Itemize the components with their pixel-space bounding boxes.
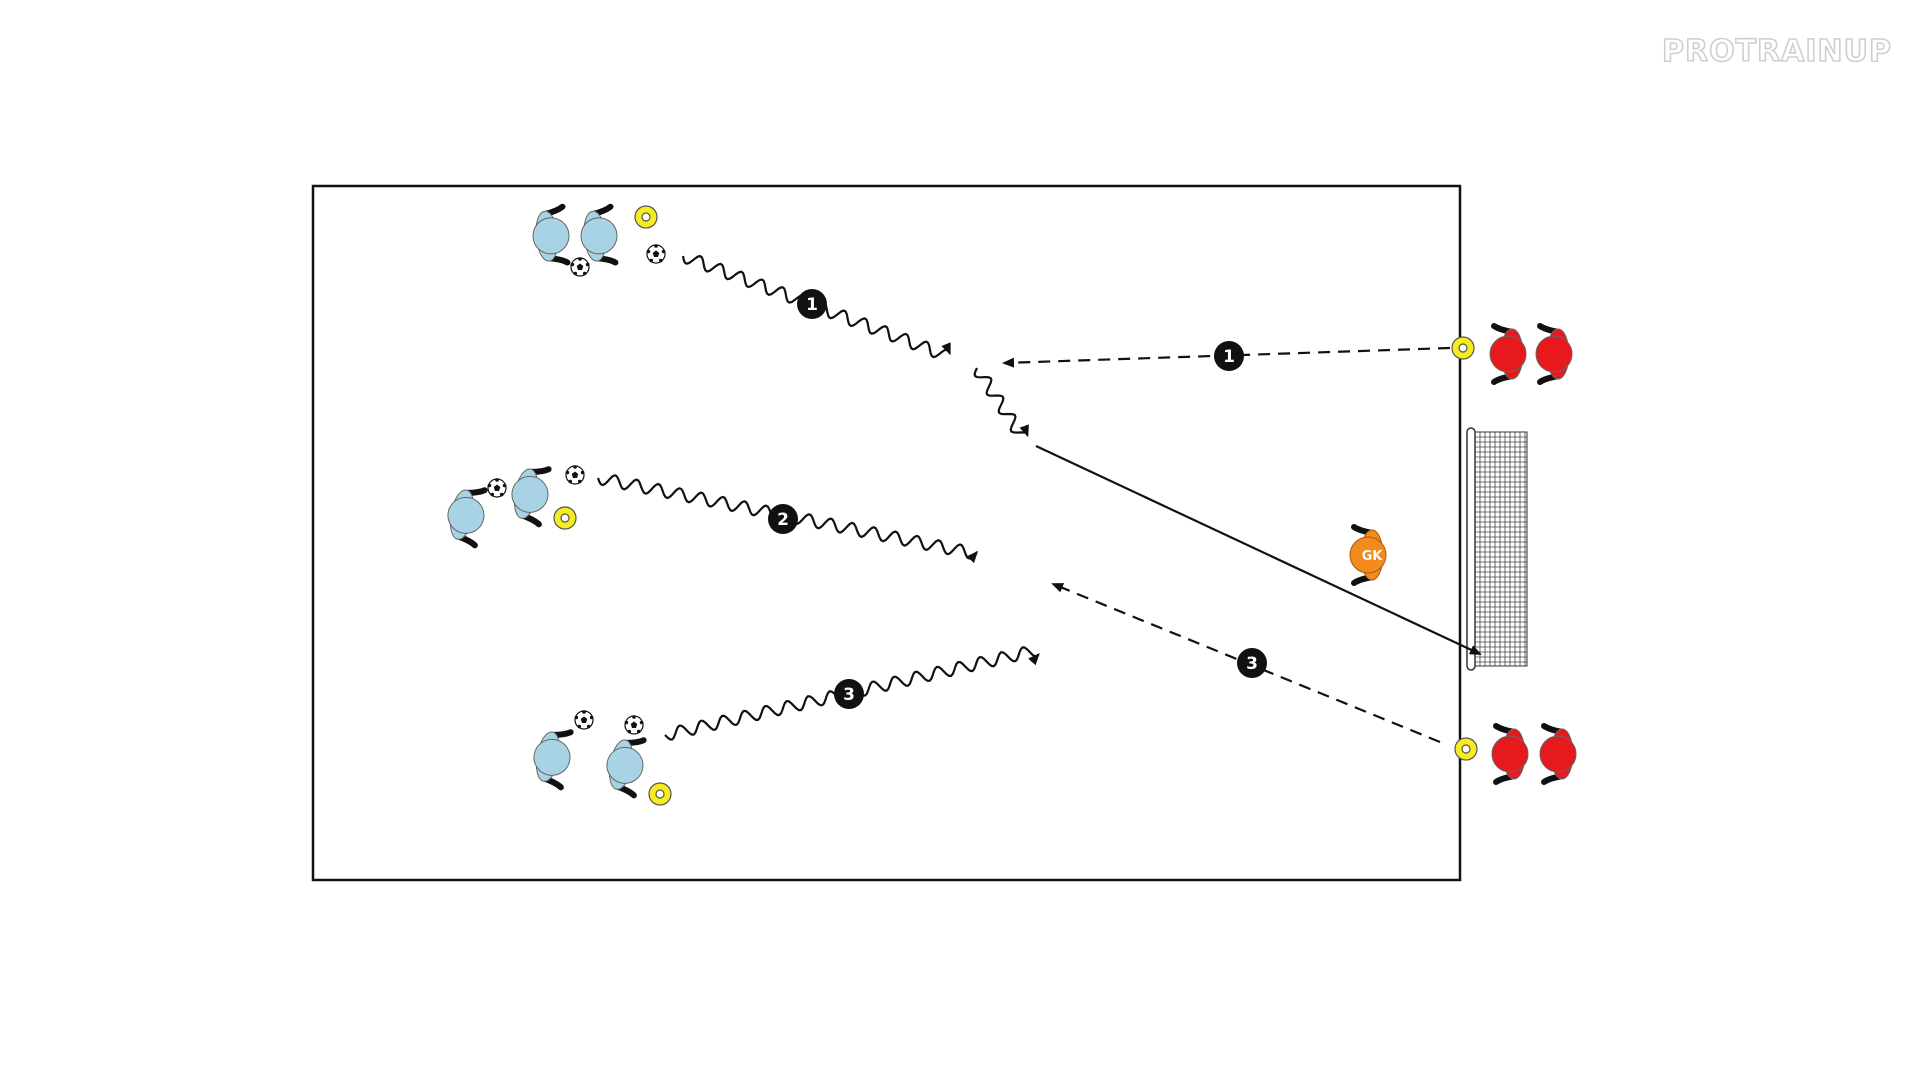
ball-icon	[569, 256, 591, 277]
goal-net-icon	[1466, 427, 1528, 671]
ball-icon	[487, 477, 507, 498]
attacker-player-icon	[602, 735, 647, 796]
badge-number: 1	[1223, 347, 1235, 367]
cone-icon	[1451, 336, 1475, 360]
drill-badge-3-dribble: 3	[834, 679, 864, 709]
attacker-player-icon	[529, 727, 574, 788]
ball-icon	[573, 709, 595, 730]
defender-player-icon	[1540, 726, 1576, 782]
goalkeeper-icon	[1349, 524, 1387, 586]
defender-player-icon	[1492, 726, 1528, 782]
cone-icon	[634, 205, 658, 229]
pitch-boundary	[311, 184, 1462, 882]
dribble-path-1-cut	[973, 367, 1029, 438]
defender-player-icon	[1536, 326, 1572, 382]
drill-badge-2-dribble: 2	[768, 504, 798, 534]
ball-icon	[645, 243, 667, 264]
goalkeeper-label: GK	[1362, 549, 1384, 564]
cone-icon	[648, 782, 672, 806]
badge-number: 2	[777, 510, 789, 530]
attacker-player-icon	[443, 485, 488, 546]
attacker-player-icon	[507, 464, 552, 525]
brand-logo: PROTRAINUP	[1661, 33, 1892, 70]
cone-icon	[553, 506, 577, 530]
ball-icon	[564, 464, 586, 485]
defender-player-icon	[1490, 326, 1526, 382]
drill-badge-3-pass: 3	[1237, 648, 1267, 678]
shot-line	[1035, 445, 1482, 655]
drill-badge-1-dribble: 1	[797, 289, 827, 319]
drill-badge-1-pass: 1	[1214, 341, 1244, 371]
attacker-player-icon	[579, 206, 620, 265]
attacker-player-icon	[531, 206, 572, 265]
badge-number: 3	[1246, 654, 1258, 674]
cone-icon	[1454, 737, 1478, 761]
badge-number: 1	[806, 295, 818, 315]
badge-number: 3	[843, 685, 855, 705]
ball-icon	[623, 714, 645, 735]
